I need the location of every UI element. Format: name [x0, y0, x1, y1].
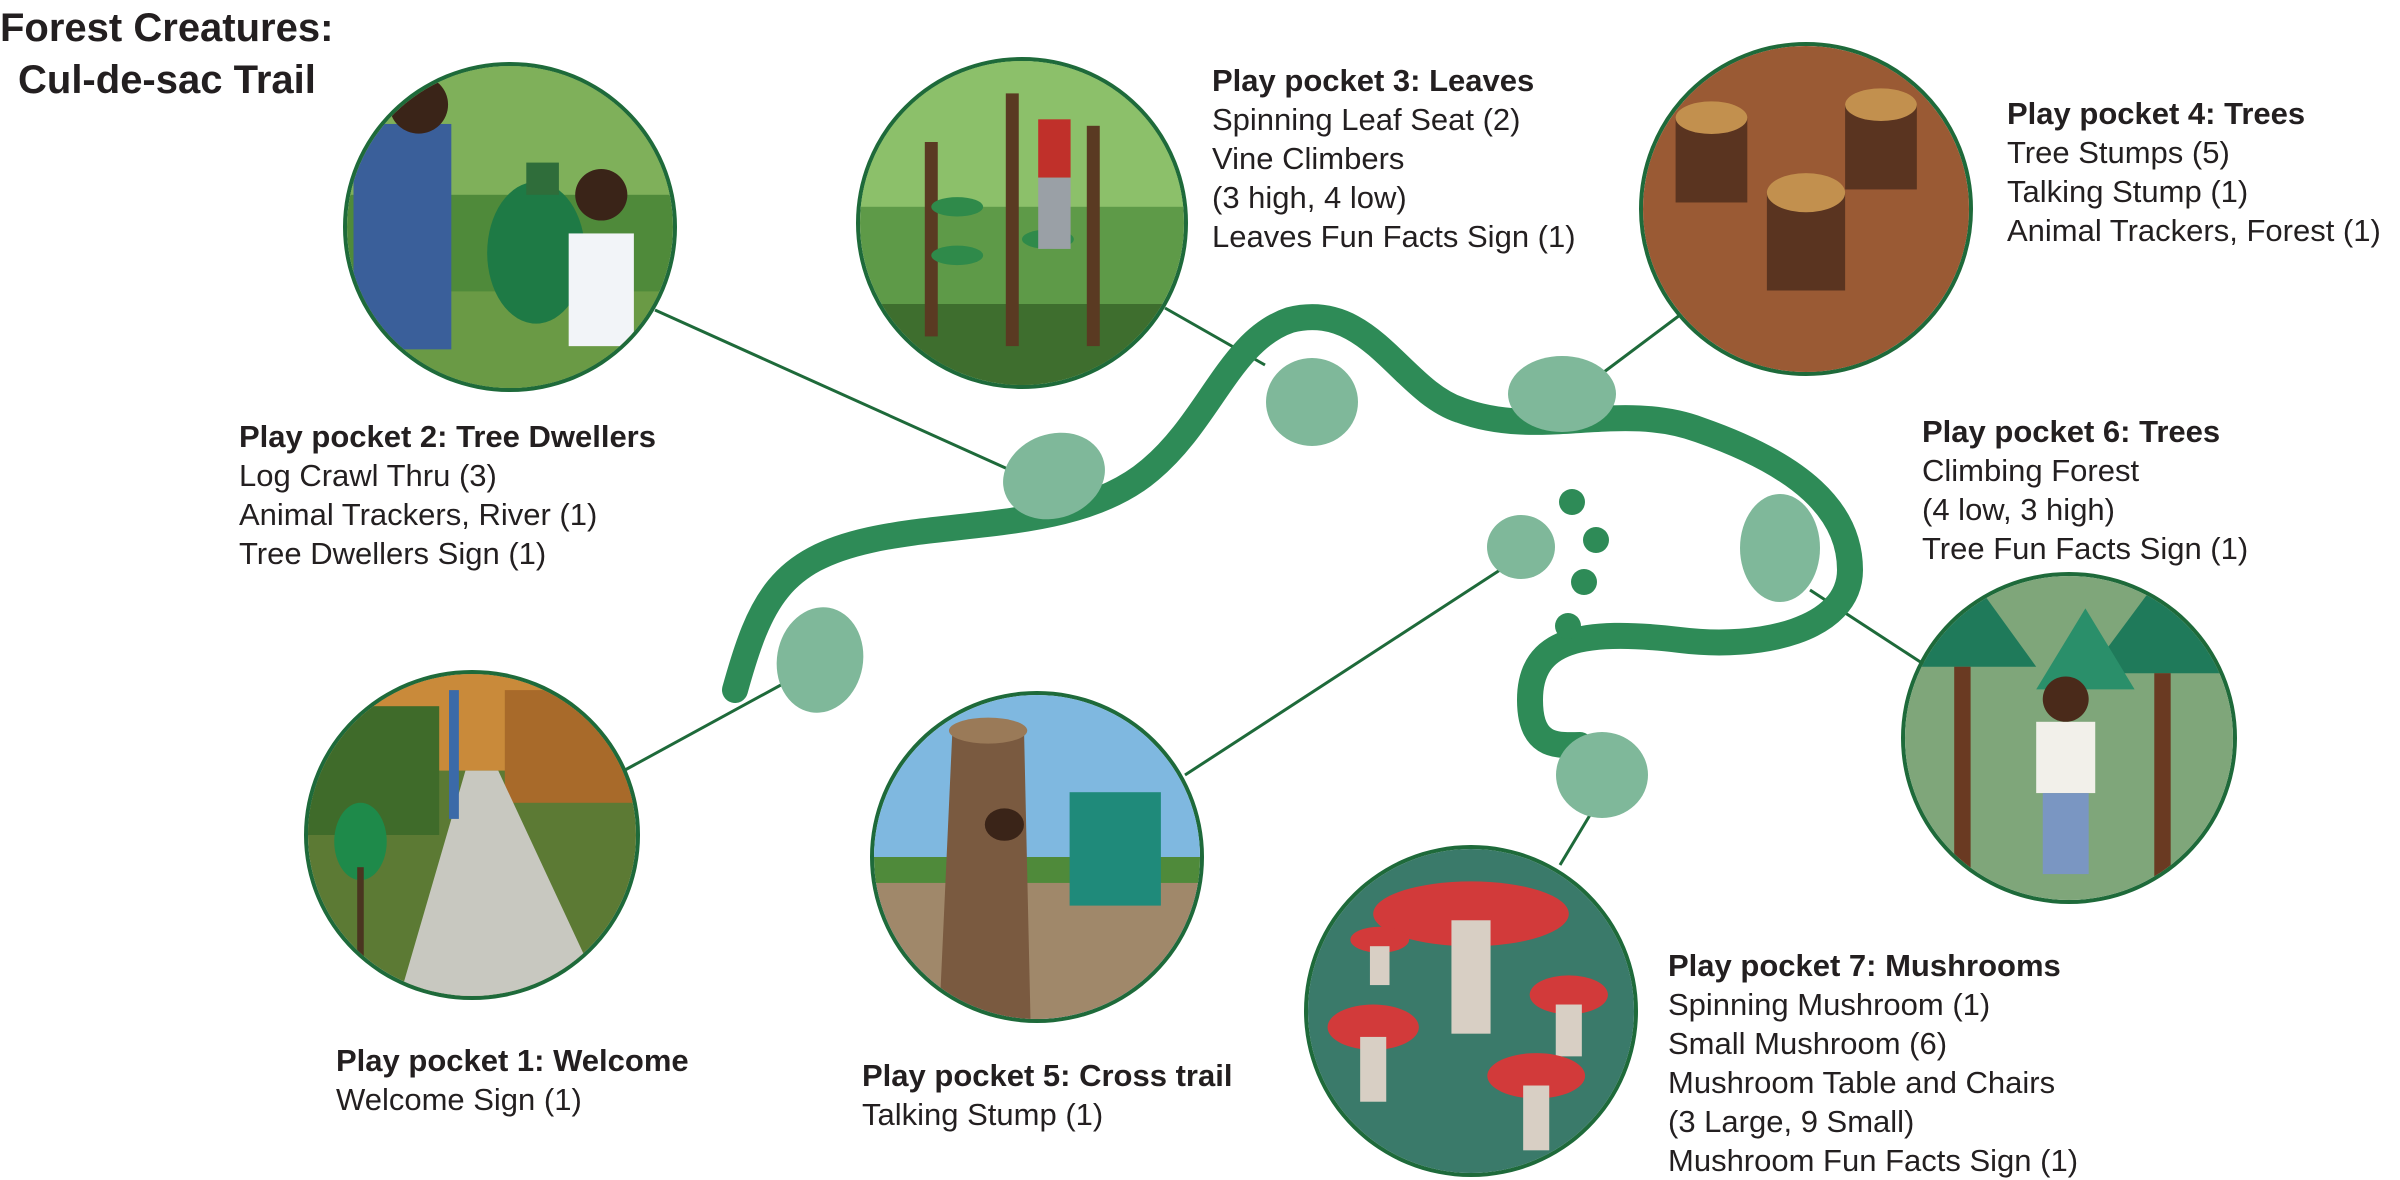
- photo-tree-stumps: [1639, 42, 1973, 376]
- pocket-7-item: Mushroom Fun Facts Sign (1): [1668, 1143, 2079, 1178]
- pocket-1-label: Play pocket 1: Welcome Welcome Sign (1): [336, 1041, 689, 1119]
- pocket-7-item: Mushroom Table and Chairs: [1668, 1065, 2056, 1100]
- connector-pocket-1: [624, 678, 791, 772]
- pocket-6-heading: Play pocket 6: Trees: [1922, 414, 2221, 449]
- pocket-2-heading: Play pocket 2: Tree Dwellers: [239, 419, 656, 454]
- pocket-6-item: Climbing Forest: [1922, 453, 2140, 488]
- pocket-blob-5: [1487, 515, 1555, 579]
- pocket-blob-4: [1508, 356, 1616, 432]
- connector-pocket-7: [1558, 814, 1592, 866]
- diagram-title: Forest Creatures: Cul-de-sac Trail: [0, 2, 333, 106]
- pocket-3-heading: Play pocket 3: Leaves: [1212, 63, 1535, 98]
- pocket-3-item: Spinning Leaf Seat (2): [1212, 102, 1521, 137]
- pocket-blob-6: [1740, 494, 1820, 602]
- trail-dot: [1583, 527, 1609, 553]
- photo-tree-dwellers: [343, 62, 677, 392]
- pocket-3-item: (3 high, 4 low): [1212, 180, 1407, 215]
- tree-stumps-scene-icon: [1643, 46, 1969, 372]
- mushroom-table-scene-icon: [1308, 849, 1634, 1173]
- trail-dot: [1571, 569, 1597, 595]
- pocket-3-label: Play pocket 3: Leaves Spinning Leaf Seat…: [1212, 61, 1576, 256]
- connector-pocket-4: [1599, 313, 1681, 377]
- pocket-4-item: Tree Stumps (5): [2007, 135, 2230, 170]
- pocket-3-item: Leaves Fun Facts Sign (1): [1212, 219, 1576, 254]
- pocket-4-heading: Play pocket 4: Trees: [2007, 96, 2306, 131]
- pocket-1-heading: Play pocket 1: Welcome: [336, 1043, 689, 1078]
- photo-talking-stump: [870, 691, 1204, 1023]
- trail-dot: [1559, 489, 1585, 515]
- pocket-5-label: Play pocket 5: Cross trail Talking Stump…: [862, 1056, 1232, 1134]
- pocket-blob-3: [1266, 358, 1358, 446]
- pocket-6-item: Tree Fun Facts Sign (1): [1922, 531, 2249, 566]
- pocket-7-item: (3 Large, 9 Small): [1668, 1104, 1915, 1139]
- pocket-4-item: Talking Stump (1): [2007, 174, 2249, 209]
- pocket-7-item: Small Mushroom (6): [1668, 1026, 1948, 1061]
- tree-dwellers-scene-icon: [347, 66, 673, 388]
- pocket-5-item: Talking Stump (1): [862, 1097, 1104, 1132]
- vine-climbers-scene-icon: [860, 61, 1184, 385]
- title-line-1: Forest Creatures:: [0, 6, 334, 50]
- pocket-blob-7: [1556, 732, 1648, 818]
- pocket-4-label: Play pocket 4: Trees Tree Stumps (5) Tal…: [2007, 94, 2381, 250]
- pocket-blob-2: [1003, 432, 1105, 520]
- pocket-2-item: Log Crawl Thru (3): [239, 458, 497, 493]
- pocket-3-item: Vine Climbers: [1212, 141, 1405, 176]
- photo-climbing-forest: [1901, 572, 2237, 904]
- pocket-7-label: Play pocket 7: Mushrooms Spinning Mushro…: [1668, 946, 2078, 1180]
- pocket-4-item: Animal Trackers, Forest (1): [2007, 213, 2381, 248]
- trail-dot: [1555, 613, 1581, 639]
- connector-pocket-2: [654, 308, 1011, 472]
- pocket-1-item: Welcome Sign (1): [336, 1082, 582, 1117]
- pocket-5-heading: Play pocket 5: Cross trail: [862, 1058, 1233, 1093]
- pocket-6-label: Play pocket 6: Trees Climbing Forest (4 …: [1922, 412, 2248, 568]
- pocket-2-label: Play pocket 2: Tree Dwellers Log Crawl T…: [239, 417, 656, 573]
- pocket-7-item: Spinning Mushroom (1): [1668, 987, 1991, 1022]
- pocket-2-item: Tree Dwellers Sign (1): [239, 536, 547, 571]
- climbing-forest-scene-icon: [1905, 576, 2233, 900]
- path-scene-icon: [308, 674, 636, 996]
- talking-stump-scene-icon: [874, 695, 1200, 1019]
- connector-pocket-5: [1184, 568, 1501, 777]
- title-line-2: Cul-de-sac Trail: [18, 58, 316, 102]
- photo-vine-climbers: [856, 57, 1188, 389]
- pocket-7-heading: Play pocket 7: Mushrooms: [1668, 948, 2061, 983]
- pocket-6-item: (4 low, 3 high): [1922, 492, 2115, 527]
- pocket-2-item: Animal Trackers, River (1): [239, 497, 598, 532]
- pocket-blob-1: [776, 607, 864, 713]
- photo-welcome-path: [304, 670, 640, 1000]
- photo-mushroom-table: [1304, 845, 1638, 1177]
